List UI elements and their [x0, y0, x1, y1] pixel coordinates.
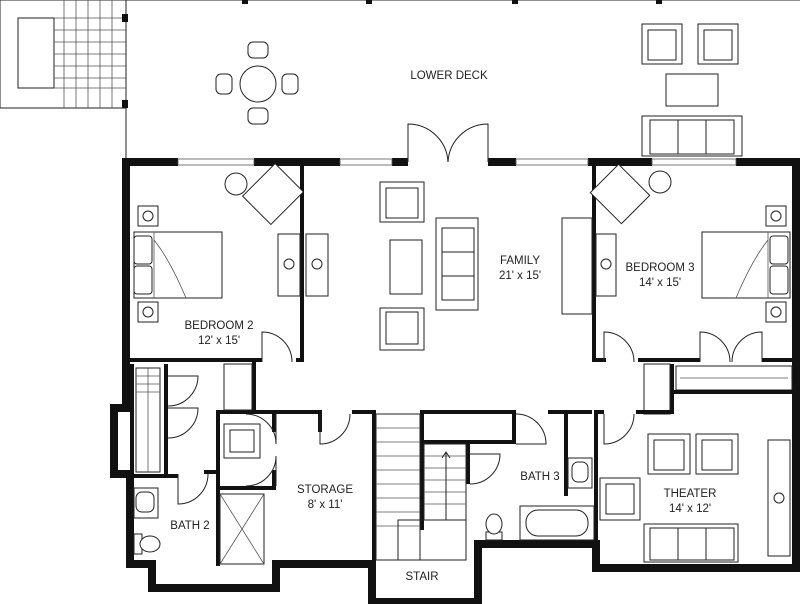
family-label: FAMILY [500, 255, 540, 267]
bedroom3-size: 14' x 15' [639, 277, 681, 289]
exterior-stair [0, 0, 127, 109]
room-labels: LOWER DECK FAMILY 21' x 15' BEDROOM 2 12… [170, 70, 716, 583]
family-french-doors [407, 123, 489, 163]
deck-dining-set [215, 41, 299, 125]
interior-walls [130, 166, 793, 566]
lower-deck-outline [122, 0, 800, 160]
deck-lounge-set [641, 23, 743, 157]
storage-label: STORAGE [297, 484, 353, 496]
family-size: 21' x 15' [499, 270, 541, 282]
bath3-label: BATH 3 [520, 471, 559, 483]
lower-deck-label: LOWER DECK [410, 70, 488, 82]
bath2-fixtures [133, 487, 265, 565]
theater-size: 14' x 12' [669, 503, 711, 515]
bedroom3-label: BEDROOM 3 [625, 262, 694, 274]
theater-label: THEATER [664, 488, 717, 500]
bedroom2-label: BEDROOM 2 [184, 320, 253, 332]
family-furniture [379, 181, 593, 351]
storage-size: 8' x 11' [308, 499, 343, 511]
bath3-fixtures [485, 457, 595, 541]
storage-furniture [223, 423, 261, 459]
stair-label: STAIR [405, 571, 438, 583]
bedroom3-furniture [589, 163, 791, 323]
bedroom2-furniture [133, 162, 329, 323]
interior-doors [167, 331, 763, 505]
hall-closet [135, 367, 161, 473]
bedroom2-size: 12' x 15' [198, 335, 240, 347]
exterior-walls [110, 158, 800, 604]
stair-treads [375, 413, 467, 561]
theater-furniture [599, 433, 791, 563]
bath2-label: BATH 2 [170, 520, 209, 532]
